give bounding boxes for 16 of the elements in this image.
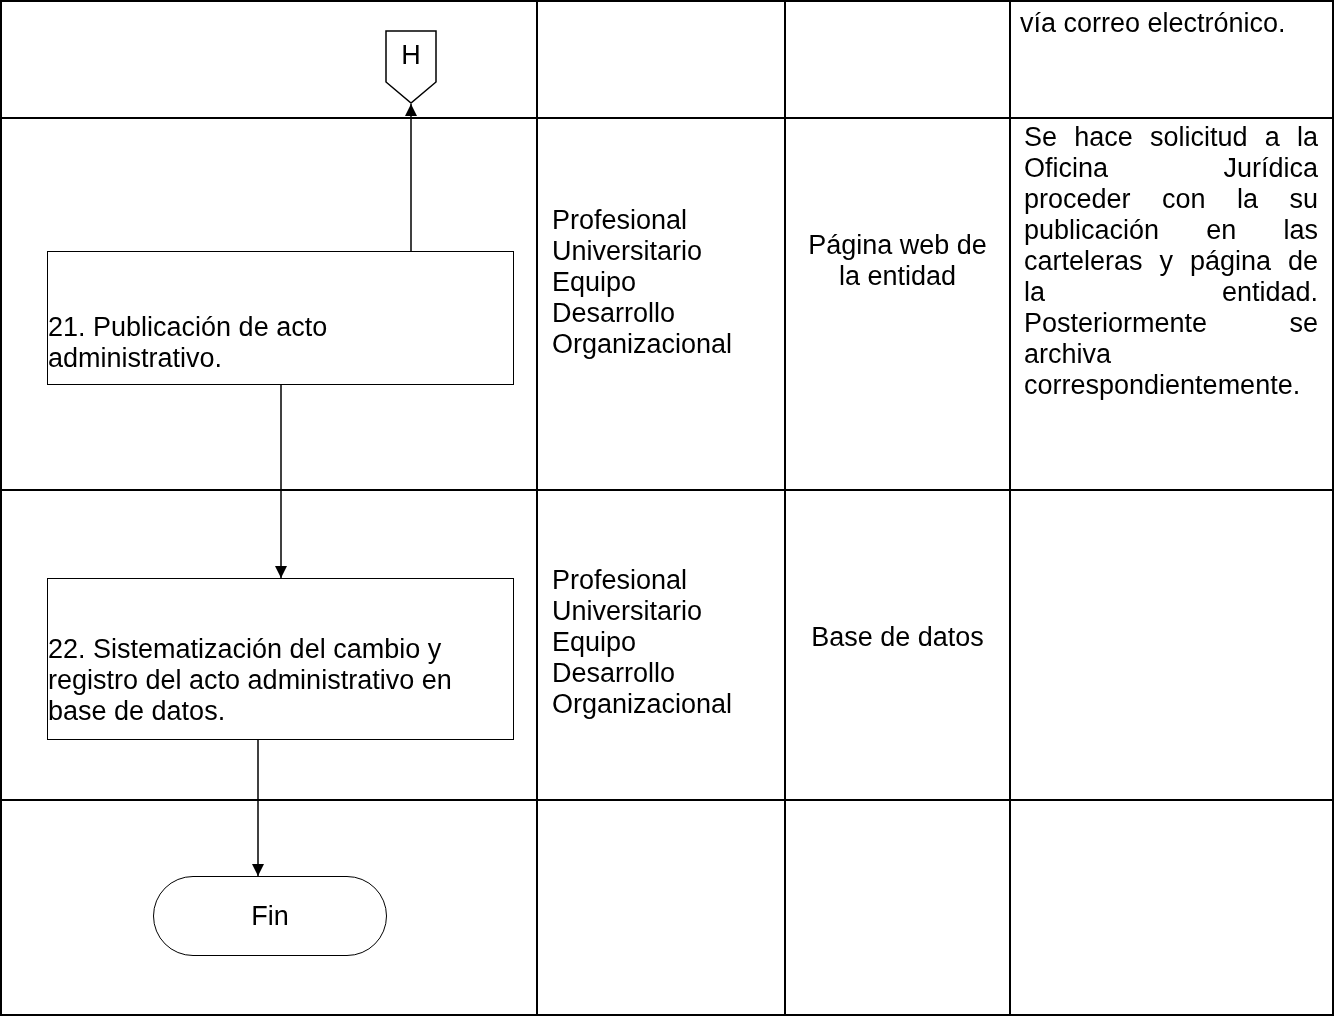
record-text: Base de datos bbox=[810, 622, 985, 653]
node-text: Fin bbox=[251, 900, 289, 932]
off-page-connector bbox=[385, 30, 437, 104]
node-text: H bbox=[401, 40, 421, 71]
process-box bbox=[47, 251, 514, 385]
arrow bbox=[275, 384, 287, 579]
role-text: Profesional Universitario Equipo Desarrollo Organizacional bbox=[552, 205, 734, 360]
role-text: Profesional Universitario Equipo Desarrollo Organizacional bbox=[552, 565, 734, 720]
arrow bbox=[252, 739, 264, 877]
node-text: 22. Sistematización del cambio y registro del acto administrativo en base de datos. bbox=[48, 634, 453, 727]
description-text: vía correo electrónico. bbox=[1020, 8, 1287, 39]
description-text: Se hace solicitud a la Oficina Jurídica proceder con la su publicación en las carteleras y página de la entidad. Posteriormente se archiva correspondientemente. bbox=[1024, 122, 1318, 401]
record-text: Página web de la entidad bbox=[807, 230, 988, 292]
process-box bbox=[47, 578, 514, 740]
arrow bbox=[405, 103, 417, 252]
node-text: 21. Publicación de acto administrativo. bbox=[48, 312, 329, 374]
